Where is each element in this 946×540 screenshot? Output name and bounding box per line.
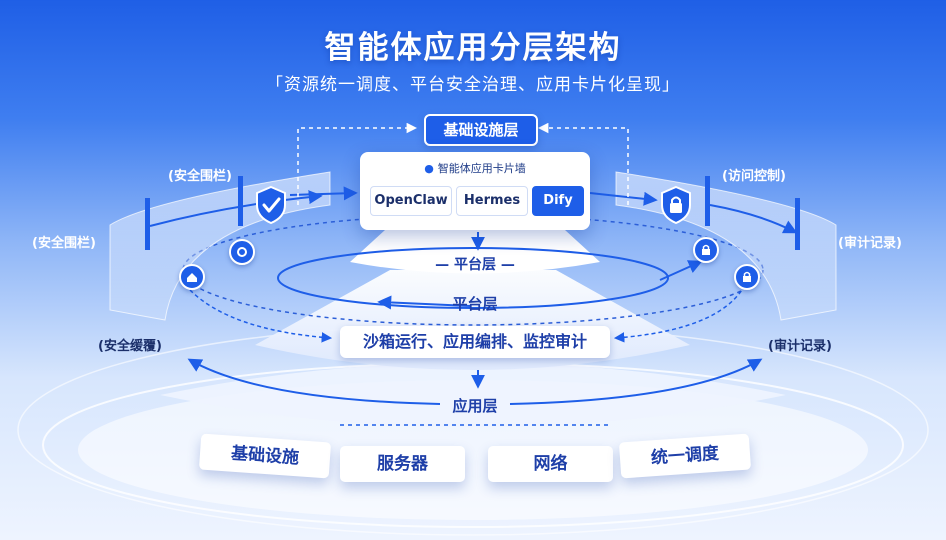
chip-openclaw[interactable]: OpenClaw xyxy=(370,186,452,216)
side-label-audit-2: (审计记录) xyxy=(768,339,832,354)
arrow-to-features-left xyxy=(189,289,333,343)
arc-app-right xyxy=(509,358,763,405)
top-layer-cone xyxy=(350,230,600,274)
wall-post xyxy=(795,198,800,250)
dashed-loop-right xyxy=(537,122,629,205)
side-label-audit-1: (审计记录) xyxy=(838,236,902,251)
platform-layer-label-ring: 平台层 xyxy=(452,295,498,313)
app-layer-cone xyxy=(160,362,786,428)
chip-hermes[interactable]: Hermes xyxy=(456,186,528,216)
arrow-ring-right xyxy=(659,260,703,281)
lock-icon xyxy=(693,237,719,263)
gear-icon xyxy=(229,239,255,265)
dashed-loop-left xyxy=(297,122,418,205)
arrow-card-left xyxy=(289,186,358,201)
base-tile-network: 网络 xyxy=(488,446,613,482)
card-wall-title: 智能体应用卡片墙 xyxy=(437,162,526,175)
agent-card-wall: ●智能体应用卡片墙 OpenClaw Hermes Dify xyxy=(360,152,590,230)
app-layer-label: 应用层 xyxy=(452,397,498,415)
shield-check-icon xyxy=(256,185,286,225)
right-wall xyxy=(615,171,837,321)
side-label-safety-3: (安全缓覆) xyxy=(98,339,162,354)
platform-features-pill: 沙箱运行、应用编排、监控审计 xyxy=(340,326,610,358)
page-subtitle: 「资源统一调度、平台安全治理、应用卡片化呈现」 xyxy=(266,75,680,95)
card-wall-header: ●智能体应用卡片墙 xyxy=(360,160,590,176)
platform-layer-label-top: — 平台层 — xyxy=(435,257,515,273)
wall-post xyxy=(705,176,710,226)
arrow-ring-left xyxy=(377,295,471,310)
arrow-to-features-right xyxy=(613,284,746,343)
dot-icon: ● xyxy=(424,162,434,175)
wall-post xyxy=(238,176,243,226)
side-label-fence-2: (安全围栏) xyxy=(32,236,96,251)
arc-app-left xyxy=(187,358,441,405)
lock-shield-icon xyxy=(661,185,691,225)
home-icon xyxy=(179,264,205,290)
side-label-access-control: (访问控制) xyxy=(722,169,786,184)
page-title: 智能体应用分层架构 xyxy=(324,30,622,66)
arrow-card-right xyxy=(589,191,658,206)
lock-icon xyxy=(734,264,760,290)
wall-post xyxy=(145,198,150,250)
infrastructure-layer-pill: 基础设施层 xyxy=(424,114,538,146)
base-tile-server: 服务器 xyxy=(340,446,465,482)
chip-dify[interactable]: Dify xyxy=(532,186,584,216)
base-disk xyxy=(78,380,868,520)
arrow-left-wall xyxy=(149,190,323,227)
arrow-right-wall xyxy=(709,204,798,234)
side-label-fence-1: (安全围栏) xyxy=(168,169,232,184)
